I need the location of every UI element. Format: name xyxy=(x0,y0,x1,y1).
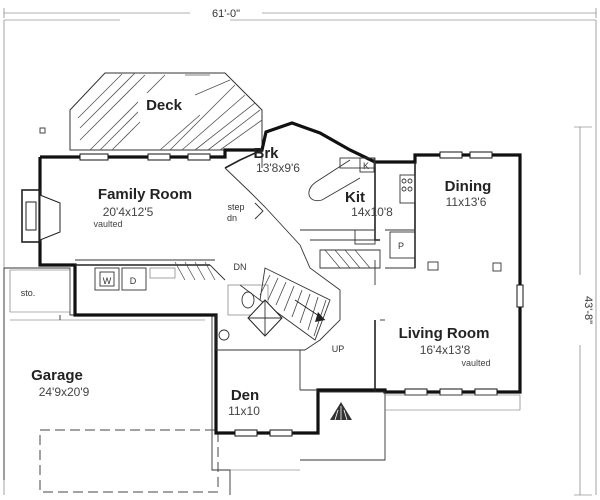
garage-name: Garage xyxy=(31,367,83,384)
pantry-label: P xyxy=(398,241,404,251)
washer-label: W xyxy=(103,276,112,286)
fireplace xyxy=(21,189,61,243)
kitchen-size: 14x10'8 xyxy=(351,205,393,219)
stair-up-label: UP xyxy=(332,344,345,354)
dining-name: Dining xyxy=(445,178,492,195)
den-name: Den xyxy=(231,387,259,404)
entry-porch xyxy=(230,391,521,471)
step-dn-label: dn xyxy=(227,213,237,223)
laundry: W D xyxy=(94,261,216,291)
dining-size: 11x13'6 xyxy=(446,195,487,209)
kitchen-name: Kit xyxy=(345,189,365,206)
breakfast-name: Brk xyxy=(253,145,279,162)
half-bath xyxy=(218,284,283,341)
garage-door xyxy=(39,429,219,493)
garage-size: 24'9x20'9 xyxy=(39,385,90,399)
deck-area: Deck xyxy=(69,72,263,151)
living-room-name: Living Room xyxy=(399,325,490,342)
room-labels: Brk 13'8x9'6 Family Room 20'4x12'5 vault… xyxy=(31,145,491,418)
stairs: DN UP xyxy=(234,262,345,354)
family-room-size: 20'4x12'5 xyxy=(103,205,154,219)
kitchen-peninsula: K xyxy=(308,157,376,202)
pantry: P xyxy=(389,231,416,259)
storage-label: sto. xyxy=(21,288,36,298)
kitchen-k-label: K xyxy=(363,161,369,171)
breakfast-size: 13'8x9'6 xyxy=(256,161,300,175)
kitchen-counters xyxy=(300,174,502,272)
width-dimension: 61'-0" xyxy=(3,8,597,20)
living-room-size: 16'4x13'8 xyxy=(420,343,471,357)
stair-down-label: DN xyxy=(234,262,247,272)
overall-width-label: 61'-0" xyxy=(212,8,240,20)
depth-dimension: 43'-8" xyxy=(574,126,594,496)
step-down-marker: step dn xyxy=(227,202,264,223)
post-marker xyxy=(39,127,46,134)
overall-depth-label: 43'-8" xyxy=(582,296,594,324)
exterior-walls xyxy=(38,121,522,435)
den-size: 11x10 xyxy=(228,404,260,418)
family-room-note: vaulted xyxy=(93,219,122,229)
step-label: step xyxy=(227,202,244,212)
family-room-name: Family Room xyxy=(98,186,192,203)
deck-label: Deck xyxy=(146,97,183,114)
dryer-label: D xyxy=(130,276,137,286)
living-room-note: vaulted xyxy=(461,358,490,368)
storage-area: sto. xyxy=(9,269,71,313)
